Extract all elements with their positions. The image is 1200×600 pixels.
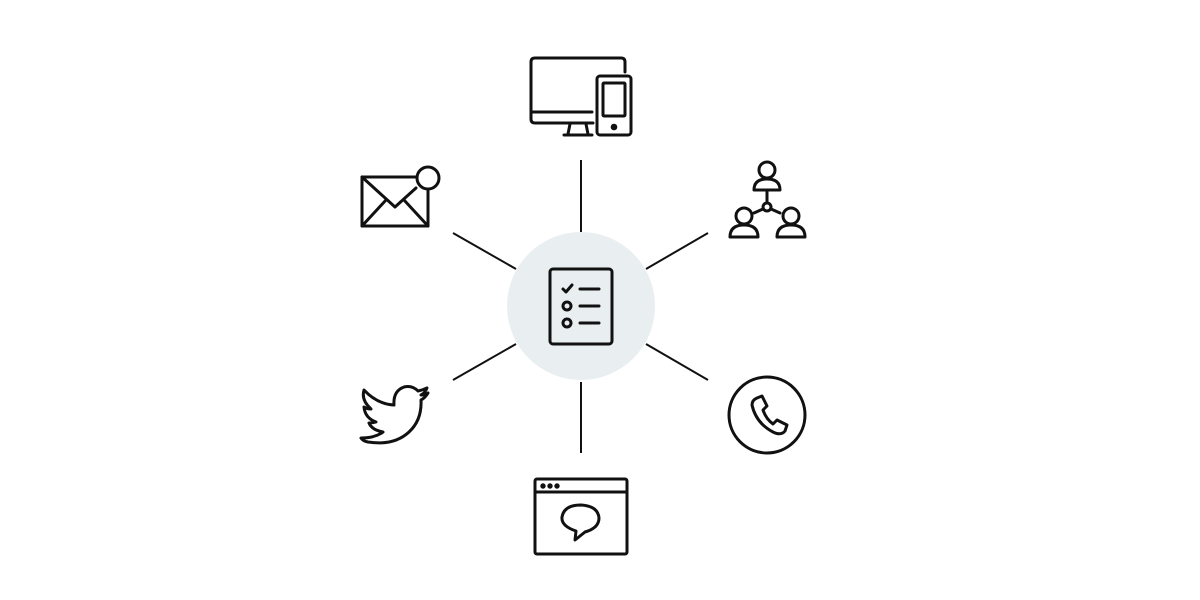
connector-top-left	[452, 232, 517, 270]
connector-bottom-left	[452, 343, 517, 381]
connector-top-right	[645, 232, 709, 270]
connector-bottom-right	[645, 343, 709, 381]
connectors	[452, 160, 709, 453]
checklist-icon	[548, 267, 614, 346]
phone-call-icon	[727, 375, 807, 455]
team-network-icon	[728, 160, 807, 239]
twitter-bird-icon	[359, 385, 430, 445]
devices-icon	[529, 56, 633, 137]
browser-chat-icon	[533, 477, 629, 556]
email-notification-icon	[360, 165, 441, 228]
